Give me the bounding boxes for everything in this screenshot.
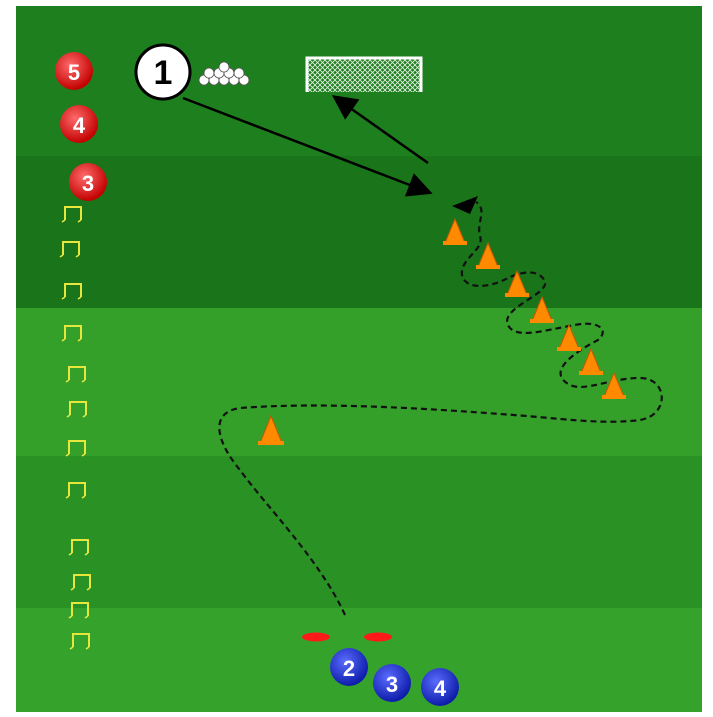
- blue-player: 2: [330, 648, 368, 686]
- blue-player-number: 3: [386, 672, 398, 697]
- soccer-ball-icon: [204, 68, 214, 78]
- coach-marker: 1: [136, 45, 190, 99]
- blue-player: 4: [421, 668, 459, 706]
- soccer-ball-icon: [219, 62, 229, 72]
- blue-player: 3: [373, 664, 411, 702]
- red-player-number: 5: [68, 60, 80, 85]
- red-player: 5: [55, 52, 93, 90]
- disc-marker-icon: [302, 633, 330, 642]
- red-player: 4: [60, 105, 98, 143]
- disc-marker-icon: [364, 633, 392, 642]
- red-player: 3: [69, 163, 107, 201]
- soccer-ball-icon: [234, 68, 244, 78]
- red-player-number: 4: [73, 113, 86, 138]
- coach-number: 1: [154, 54, 173, 92]
- red-player-number: 3: [82, 171, 94, 196]
- grass-stripes: [16, 6, 702, 712]
- goal-icon: [307, 58, 421, 92]
- blue-player-number: 2: [343, 656, 355, 681]
- blue-player-number: 4: [434, 676, 447, 701]
